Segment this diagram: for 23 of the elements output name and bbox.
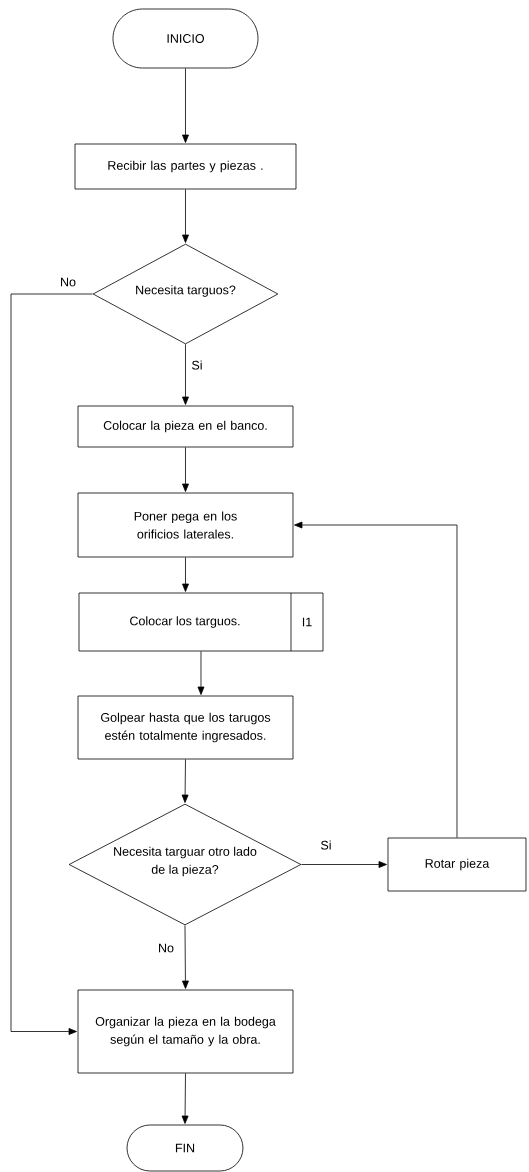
process-box: Recibir las partes y piezas . (74, 143, 297, 190)
edge-label: Si (190, 359, 204, 371)
arrow (182, 557, 189, 592)
process-box: Colocar la pieza en el banco. (77, 405, 294, 448)
process-box: Golpear hasta que los tarugos estén totalmente ingresados. (77, 695, 294, 760)
arrow (181, 759, 189, 803)
arrow (182, 344, 189, 405)
arrow (182, 68, 189, 143)
arrow (182, 189, 189, 243)
arrow (301, 861, 387, 868)
process-box: Colocar los targuos. I1 (78, 592, 324, 652)
arrow (197, 651, 205, 695)
arrow (10, 293, 93, 1035)
arrow (182, 925, 189, 989)
edge-label: Si (319, 839, 333, 851)
arrow (181, 1073, 189, 1124)
arrow (182, 447, 189, 492)
arrow (294, 521, 458, 838)
process-box: Poner pega en los orificios laterales. (77, 492, 294, 558)
edge-label: No (157, 942, 175, 954)
edge-label: No (59, 276, 77, 288)
process-box: Organizar la pieza en la bodega según el tamaño y la obra. (77, 989, 294, 1074)
process-box: Rotar pieza (387, 837, 527, 892)
